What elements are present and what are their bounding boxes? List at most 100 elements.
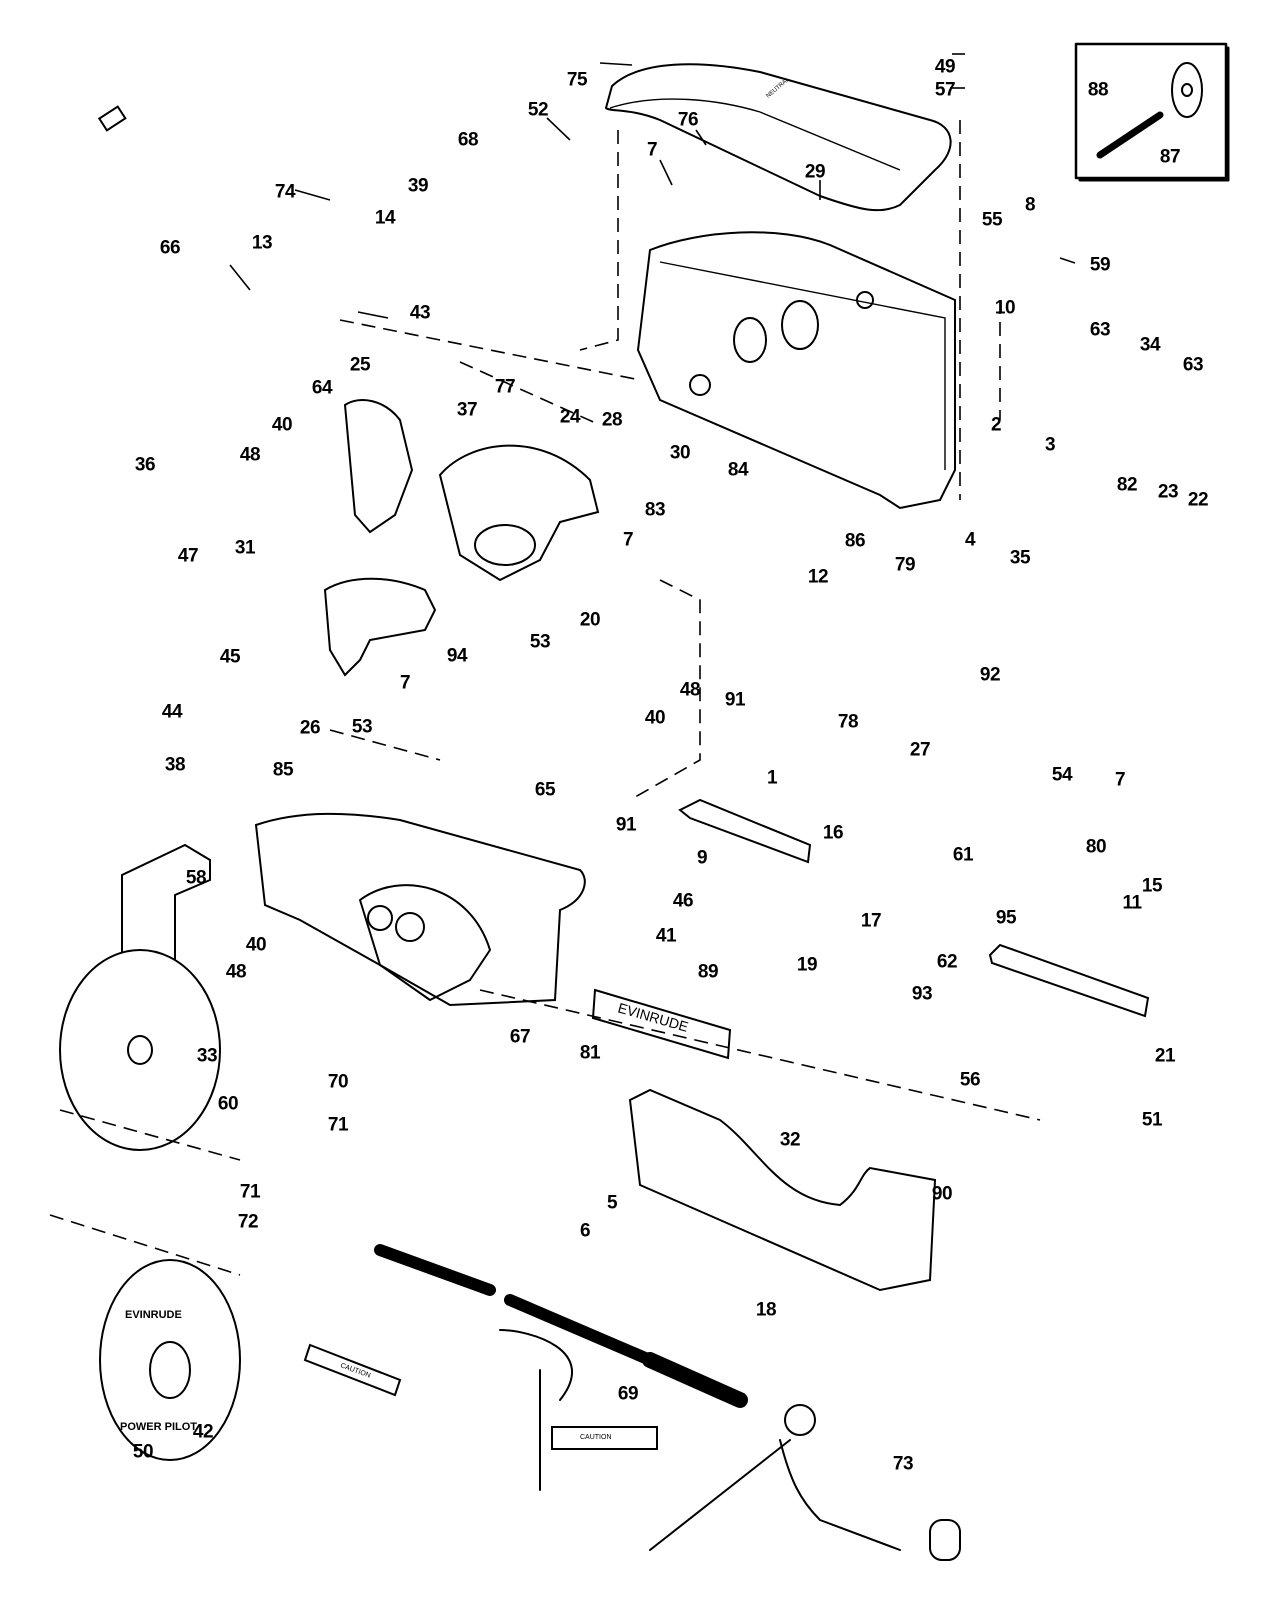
callout-11: 11 (1122, 892, 1142, 914)
callout-14: 14 (374, 207, 396, 229)
callout-70: 70 (327, 1071, 349, 1093)
callout-77: 77 (494, 376, 516, 398)
callout-54: 54 (1051, 764, 1073, 786)
callout-1: 1 (766, 767, 778, 789)
callout-10: 10 (994, 297, 1016, 319)
callout-8: 8 (1024, 194, 1036, 216)
part-64-lever (343, 399, 414, 534)
callout-34: 34 (1139, 334, 1161, 356)
callout-32: 32 (779, 1129, 801, 1151)
callout-45: 45 (219, 646, 241, 668)
part-85-lower-cover (254, 812, 586, 1007)
callout-53-b: 53 (351, 716, 373, 738)
callout-65: 65 (534, 779, 556, 801)
callout-23: 23 (1157, 481, 1179, 503)
callout-71-b: 71 (239, 1181, 261, 1203)
callout-63-a: 63 (1089, 319, 1111, 341)
callout-90: 90 (931, 1183, 953, 1205)
callout-75: 75 (566, 69, 588, 91)
callout-55: 55 (981, 209, 1003, 231)
callout-39: 39 (407, 175, 429, 197)
callout-95: 95 (995, 907, 1017, 929)
callout-12: 12 (807, 566, 829, 588)
part-33-handle (59, 843, 221, 1151)
callout-50: 50 (132, 1441, 154, 1463)
callout-68: 68 (457, 129, 479, 151)
part-1-tube (678, 798, 812, 864)
callout-93: 93 (911, 983, 933, 1005)
callout-19: 19 (796, 954, 818, 976)
svg-text:CAUTION: CAUTION (580, 1434, 612, 1441)
callout-49: 49 (934, 56, 956, 78)
callout-82: 82 (1116, 474, 1138, 496)
part-61-rod (988, 943, 1150, 1018)
part-69-harness (374, 1244, 961, 1561)
callout-60: 60 (217, 1093, 239, 1115)
callout-13: 13 (251, 232, 273, 254)
callout-51: 51 (1141, 1109, 1163, 1131)
callout-29: 29 (804, 161, 826, 183)
callout-5: 5 (606, 1192, 618, 1214)
callout-38: 38 (164, 754, 186, 776)
callout-69: 69 (617, 1383, 639, 1405)
part-89-nameplate: EVINRUDE (591, 988, 732, 1060)
callout-17: 17 (860, 910, 882, 932)
hub-model-text: POWER PILOT (120, 1421, 197, 1433)
callout-91-a: 91 (724, 689, 746, 711)
hub-brand-text: EVINRUDE (125, 1309, 182, 1321)
callout-86: 86 (844, 530, 866, 552)
callout-36: 36 (134, 454, 156, 476)
callout-28: 28 (601, 409, 623, 431)
callout-52: 52 (527, 99, 549, 121)
callout-42: 42 (192, 1421, 214, 1443)
callout-3: 3 (1044, 434, 1056, 456)
callout-83: 83 (644, 499, 666, 521)
callout-30: 30 (669, 442, 691, 464)
part-87-washer (1171, 62, 1203, 118)
inset-box (97, 42, 1230, 182)
callout-21: 21 (1154, 1045, 1176, 1067)
callout-59: 59 (1089, 254, 1111, 276)
callout-81: 81 (579, 1042, 601, 1064)
callout-57: 57 (934, 79, 956, 101)
callout-31: 31 (234, 537, 256, 559)
callout-53-a: 53 (529, 631, 551, 653)
callout-16: 16 (822, 822, 844, 844)
caution-tag-1: CAUTION (303, 1343, 402, 1397)
part-75-top-cover: NEUTRAL (604, 63, 952, 212)
callout-7-top: 7 (646, 139, 658, 161)
callout-79: 79 (894, 554, 916, 576)
callout-91-b: 91 (615, 814, 637, 836)
callout-72: 72 (237, 1211, 259, 1233)
callout-41: 41 (655, 925, 677, 947)
callout-74: 74 (274, 181, 296, 203)
callout-44: 44 (161, 701, 183, 723)
callout-84: 84 (727, 459, 749, 481)
callout-61: 61 (952, 844, 974, 866)
callout-37: 37 (456, 399, 478, 421)
callout-63-b: 63 (1182, 354, 1204, 376)
callout-40-a: 40 (271, 414, 293, 436)
callout-26: 26 (299, 717, 321, 739)
callout-87: 87 (1159, 146, 1181, 168)
callout-46: 46 (672, 890, 694, 912)
part-32-bottom-cover (628, 1088, 937, 1292)
callout-58: 58 (185, 867, 207, 889)
assembly-guide-lines (49, 120, 1041, 1276)
callout-94: 94 (446, 645, 468, 667)
callout-25: 25 (349, 354, 371, 376)
callout-18: 18 (755, 1299, 777, 1321)
callout-67: 67 (509, 1026, 531, 1048)
callout-88: 88 (1087, 79, 1109, 101)
callout-15: 15 (1141, 875, 1163, 897)
callout-33: 33 (196, 1045, 218, 1067)
callout-85: 85 (272, 759, 294, 781)
callout-40-b: 40 (644, 707, 666, 729)
callout-89: 89 (697, 961, 719, 983)
callout-80: 80 (1085, 836, 1107, 858)
callout-56: 56 (959, 1069, 981, 1091)
part-37-plate (438, 444, 600, 582)
callout-48-b: 48 (679, 679, 701, 701)
part-29-housing (636, 231, 956, 510)
